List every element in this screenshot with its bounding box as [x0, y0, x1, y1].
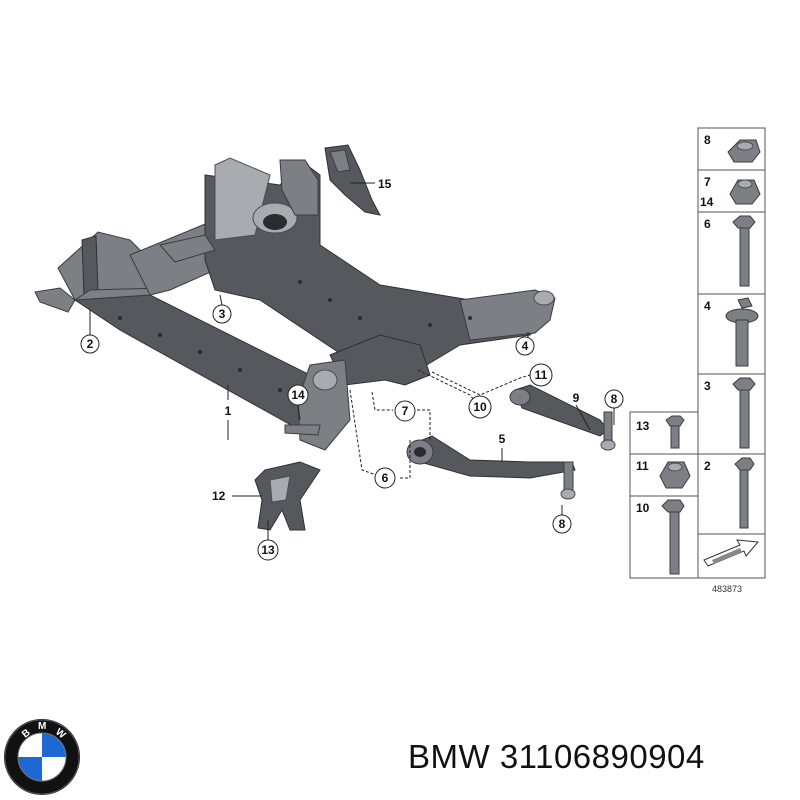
svg-text:6: 6 [382, 471, 389, 485]
direction-arrow-icon [703, 539, 760, 567]
callout-9: 9 [573, 391, 580, 405]
callout-1: 1 [225, 404, 232, 418]
bolt-icon [661, 499, 685, 575]
svg-text:4: 4 [704, 299, 711, 313]
svg-text:3: 3 [219, 307, 226, 321]
svg-text:13: 13 [636, 419, 650, 433]
part-12-stay [254, 461, 321, 531]
hardware-panel: 8 7 14 6 4 3 2 13 11 10 [629, 127, 766, 594]
svg-text:11: 11 [535, 368, 548, 382]
svg-text:1: 1 [225, 404, 232, 418]
panel-cell-13 [629, 411, 699, 455]
nut-icon [729, 179, 761, 205]
panel-cell-10 [629, 495, 699, 579]
bolt-icon [732, 377, 756, 449]
svg-text:13: 13 [261, 543, 275, 557]
part-15-bracket [324, 144, 381, 216]
part-10-control-arm [509, 384, 616, 451]
part-number-caption: BMW 31106890904 [408, 738, 705, 776]
svg-text:10: 10 [636, 501, 650, 515]
svg-text:14: 14 [700, 195, 714, 209]
svg-text:7: 7 [402, 404, 409, 418]
callout-10: 10 [468, 395, 492, 419]
panel-cell-6 [697, 211, 766, 295]
bolt-icon [665, 415, 685, 449]
reference-number: 483873 [712, 584, 742, 594]
nut-icon [727, 139, 761, 163]
panel-cell-3 [697, 373, 766, 455]
bolt-icon [734, 457, 755, 529]
svg-text:8: 8 [611, 392, 618, 406]
svg-text:5: 5 [499, 432, 506, 446]
svg-text:2: 2 [704, 459, 711, 473]
svg-text:2: 2 [87, 337, 94, 351]
part-number: 31106890904 [499, 738, 705, 775]
bolt-icon [732, 215, 756, 287]
callout-12: 12 [212, 489, 226, 503]
bolt-icon [725, 297, 759, 367]
svg-text:9: 9 [573, 391, 580, 405]
callout-4: 4 [515, 336, 535, 356]
callout-8-lower: 8 [552, 514, 572, 534]
callout-5: 5 [499, 432, 506, 446]
svg-text:10: 10 [473, 400, 487, 414]
callout-6: 6 [374, 467, 396, 489]
svg-text:11: 11 [636, 459, 649, 473]
svg-text:12: 12 [212, 489, 226, 503]
callout-11: 11 [529, 363, 553, 387]
svg-text:15: 15 [378, 177, 392, 191]
callout-3: 3 [212, 304, 232, 324]
svg-text:8: 8 [559, 517, 566, 531]
panel-cell-2 [697, 453, 766, 535]
callout-2: 2 [80, 334, 100, 354]
svg-text:3: 3 [704, 379, 711, 393]
svg-text:4: 4 [522, 339, 529, 353]
nut-icon [659, 461, 691, 489]
svg-text:M: M [38, 721, 46, 732]
callout-14: 14 [287, 384, 309, 406]
svg-text:6: 6 [704, 217, 711, 231]
callout-13: 13 [257, 539, 279, 561]
front-axle-subframe [34, 157, 556, 451]
bmw-logo-icon: B M W [4, 719, 80, 795]
svg-text:7: 7 [704, 175, 711, 189]
svg-text:14: 14 [291, 388, 305, 402]
part-5-wishbone [406, 435, 576, 500]
brand-name: BMW [408, 738, 491, 775]
svg-text:8: 8 [704, 133, 711, 147]
callout-7: 7 [394, 400, 416, 422]
callout-15: 15 [378, 177, 392, 191]
callout-8-upper: 8 [604, 389, 624, 409]
